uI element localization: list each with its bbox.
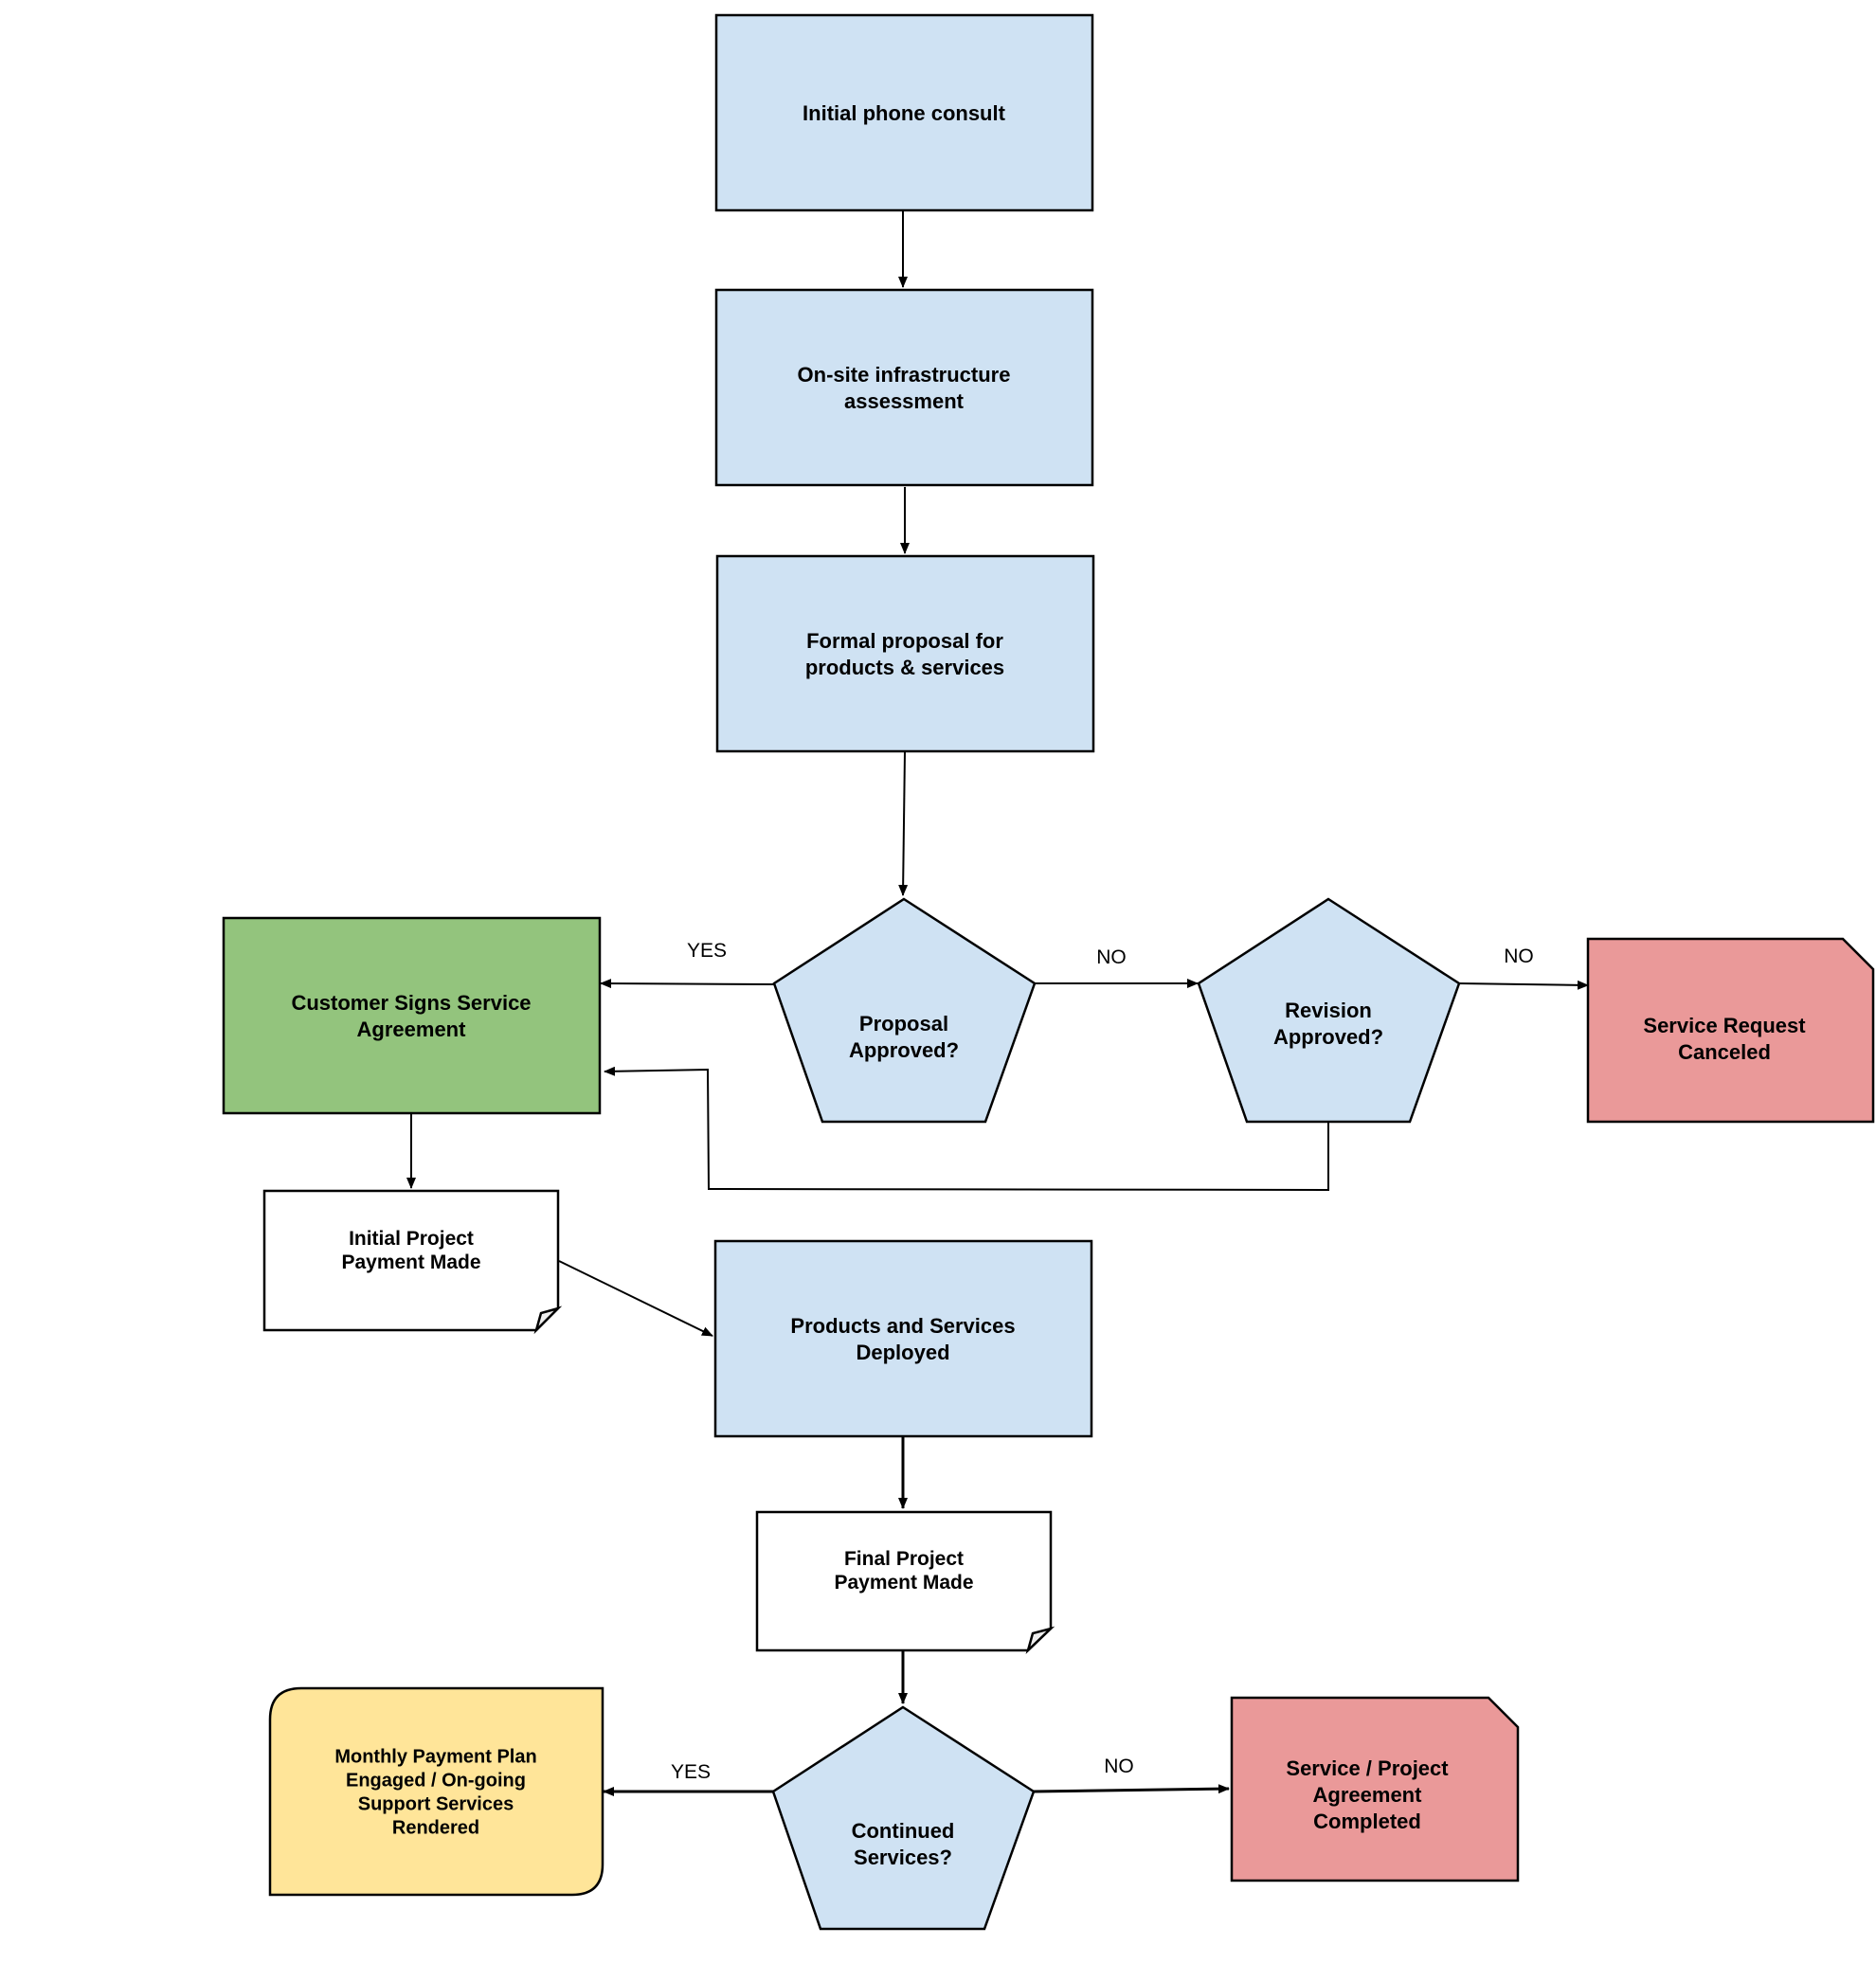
label-line: Approved? bbox=[1273, 1025, 1383, 1049]
node-label: Initial phone consult bbox=[803, 101, 1006, 125]
label-line: Services? bbox=[854, 1846, 952, 1869]
agreement-box bbox=[222, 916, 602, 1115]
label-line: products & services bbox=[805, 656, 1004, 679]
note-fold bbox=[1025, 1626, 1055, 1655]
node-formal-proposal: Formal proposal for products & services bbox=[715, 554, 1095, 753]
terminal-folded-box bbox=[1586, 937, 1875, 1124]
edge-label-proposal-no: NO bbox=[1096, 946, 1127, 968]
label-line: Support Services bbox=[358, 1794, 514, 1815]
nodes: Initial phone consult On-site infrastruc… bbox=[222, 13, 1875, 1931]
process-box bbox=[715, 554, 1095, 753]
label-line: Service / Project bbox=[1286, 1756, 1449, 1780]
process-box bbox=[714, 288, 1094, 487]
process-box bbox=[713, 1239, 1093, 1438]
edge-revision-no bbox=[1457, 980, 1589, 990]
label-line: Deployed bbox=[856, 1341, 949, 1364]
edge-proposal-yes bbox=[600, 979, 775, 989]
decision-pentagon bbox=[772, 897, 1037, 1124]
label-line: Completed bbox=[1313, 1810, 1421, 1833]
label-line: Final Project bbox=[844, 1548, 964, 1570]
decision-pentagon bbox=[1197, 897, 1461, 1124]
label-line: Customer Signs Service bbox=[291, 991, 531, 1015]
note-fold bbox=[533, 1306, 563, 1335]
label-line: Monthly Payment Plan bbox=[334, 1747, 536, 1768]
terminal-folded-box bbox=[1230, 1696, 1520, 1882]
label-line: Proposal bbox=[859, 1012, 948, 1036]
label-line: Initial phone consult bbox=[803, 101, 1006, 125]
monthly-rounded-box bbox=[268, 1686, 604, 1897]
process-box bbox=[714, 13, 1094, 212]
edge-revision-yes-loop bbox=[604, 1066, 1329, 1192]
label-line: Engaged / On-going bbox=[346, 1771, 526, 1792]
edge-label-continued-yes: YES bbox=[671, 1761, 711, 1783]
edge-proposal-to-decision bbox=[898, 750, 909, 896]
edge-label-proposal-yes: YES bbox=[687, 940, 727, 962]
label-line: Rendered bbox=[392, 1818, 479, 1839]
edge-initial-payment-to-deployed bbox=[558, 1260, 713, 1337]
node-label: Formal proposal for products & services bbox=[805, 629, 1004, 679]
node-initial-phone-consult: Initial phone consult bbox=[714, 13, 1094, 212]
label-line: assessment bbox=[844, 389, 965, 413]
label-line: Agreement bbox=[1313, 1783, 1423, 1807]
label-line: Revision bbox=[1285, 999, 1372, 1022]
label-line: On-site infrastructure bbox=[798, 363, 1011, 387]
label-line: Approved? bbox=[849, 1038, 959, 1062]
edge-continued-no bbox=[1033, 1784, 1230, 1794]
decision-pentagon bbox=[771, 1705, 1036, 1931]
label-line: Agreement bbox=[357, 1018, 467, 1041]
label-line: Formal proposal for bbox=[806, 629, 1003, 653]
connectors bbox=[406, 210, 1589, 1796]
label-line: Payment Made bbox=[834, 1572, 973, 1594]
edge-labels: YES NO NO YES NO bbox=[671, 940, 1534, 1783]
edge-label-continued-no: NO bbox=[1104, 1756, 1134, 1777]
label-line: Canceled bbox=[1678, 1040, 1771, 1064]
label-line: Service Request bbox=[1643, 1014, 1806, 1037]
label-line: Initial Project bbox=[349, 1228, 474, 1250]
label-line: Payment Made bbox=[341, 1252, 480, 1273]
label-line: Products and Services bbox=[790, 1314, 1015, 1338]
label-line: Continued bbox=[852, 1819, 955, 1843]
edge-label-revision-no: NO bbox=[1504, 945, 1534, 967]
